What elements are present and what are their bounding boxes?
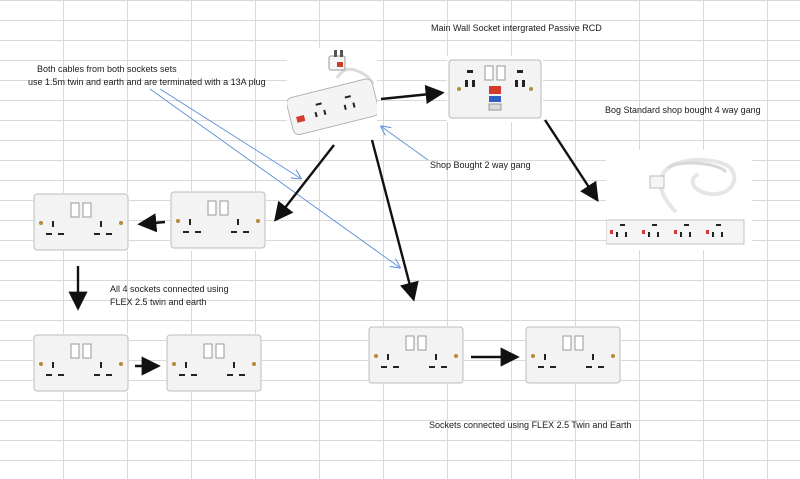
four-way-gang-extension: [605, 150, 752, 250]
label-both-cables-line2: use 1.5m twin and earth and are terminat…: [28, 77, 266, 87]
two-way-gang-extension: [286, 48, 380, 138]
pointer-lines: [149, 88, 429, 267]
double-socket-mid-top: [170, 191, 266, 251]
arrow-rcd-to-4way: [543, 119, 599, 203]
label-bog-standard: Bog Standard shop bought 4 way gang: [605, 105, 761, 115]
rcd-wall-socket: [447, 56, 543, 122]
black-arrows: [68, 84, 599, 376]
arrow-gang-to-right-1: [370, 139, 419, 302]
label-main-wall-socket: Main Wall Socket intergrated Passive RCD: [431, 23, 602, 33]
label-shop-bought-2way: Shop Bought 2 way gang: [430, 160, 531, 170]
label-sockets-connected: Sockets connected using FLEX 2.5 Twin an…: [429, 420, 632, 430]
pointer-line-shop-bought: [382, 127, 429, 161]
double-socket-right-1: [368, 326, 464, 384]
double-socket-left-bottom: [33, 334, 129, 392]
pointer-line-to-gang: [159, 88, 300, 178]
label-all-4-line2: FLEX 2.5 twin and earth: [110, 297, 207, 307]
label-both-cables-line1: Both cables from both sockets sets: [37, 64, 177, 74]
double-socket-right-2: [525, 326, 621, 384]
arrow-gang-to-rcd: [380, 84, 445, 105]
arrow-mid-top-to-left-top: [137, 213, 166, 233]
double-socket-mid-bottom: [166, 334, 262, 392]
arrow-gang-to-mid-top: [274, 144, 335, 222]
pointer-line-to-right-arrow: [149, 88, 399, 267]
label-all-4-line1: All 4 sockets connected using: [110, 284, 229, 294]
double-socket-left-top: [33, 193, 129, 251]
